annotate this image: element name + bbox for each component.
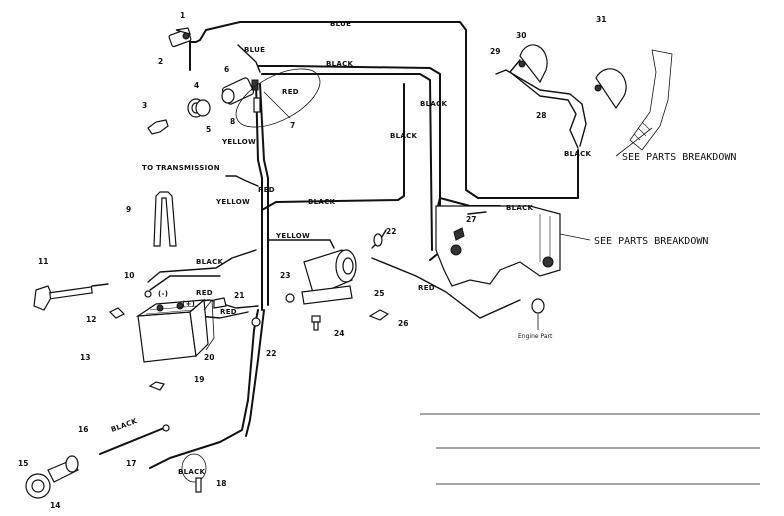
callout-19: 19 (194, 375, 204, 384)
label-black-top: BLACK (326, 60, 354, 68)
callout-27: 27 (466, 215, 476, 224)
hood-panel (629, 49, 673, 151)
callout-5: 5 (206, 125, 211, 134)
callout-21: 21 (234, 291, 244, 300)
callout-7: 7 (290, 121, 295, 130)
callout-14: 14 (50, 501, 60, 510)
label-blue-small: BLUE (244, 46, 265, 54)
callout-31: 31 (596, 15, 606, 24)
switch-bezel (187, 98, 211, 118)
callout-26: 26 (398, 319, 408, 328)
battery-terminal (108, 307, 126, 319)
note-see-parts-1: SEE PARTS BREAKDOWN (622, 152, 736, 163)
callout-28: 28 (536, 111, 546, 120)
callout-4: 4 (194, 81, 199, 90)
cable-terminal (213, 297, 227, 309)
headlight-left (518, 44, 548, 84)
battery (135, 298, 209, 363)
label-black-right1: BLACK (420, 100, 448, 108)
label-black-mid: BLACK (308, 198, 336, 206)
terminal-27 (453, 211, 487, 241)
callout-2: 2 (158, 57, 163, 66)
callout-30: 30 (516, 31, 526, 40)
engine-outline (435, 205, 561, 287)
label-black-lights: BLACK (564, 150, 592, 158)
label-red-right: RED (418, 284, 435, 292)
label-red-mid: RED (258, 186, 275, 194)
label-blue-top: BLUE (330, 20, 351, 28)
label-black-engine: BLACK (506, 204, 534, 212)
label-yellow-switch: YELLOW (221, 138, 256, 146)
ground-terminal-lower (251, 317, 261, 327)
label-red-battery: RED (196, 289, 213, 297)
label-black-battery: BLACK (196, 258, 224, 266)
ignition-switch (221, 68, 321, 128)
callout-24: 24 (334, 329, 344, 338)
label-black-bottom: BLACK (110, 417, 139, 434)
battery-bracket (203, 298, 215, 351)
callout-16: 16 (78, 425, 88, 434)
key-switch (168, 27, 192, 48)
terminal-connector (253, 97, 261, 113)
callout-13: 13 (80, 353, 90, 362)
label-plus: (+) (182, 300, 195, 308)
callout-3: 3 (142, 101, 147, 110)
label-yellow-mid: YELLOW (215, 198, 250, 206)
headlight-right (594, 68, 627, 110)
callout-9: 9 (126, 205, 131, 214)
label-to-transmission: TO TRANSMISSION (142, 164, 220, 172)
label-minus: (-) (158, 290, 168, 298)
wire-clip (368, 309, 390, 321)
callout-1: 1 (180, 11, 185, 20)
harness-clip (181, 453, 207, 493)
callout-15: 15 (18, 459, 28, 468)
callout-11: 11 (38, 257, 48, 266)
note-see-parts-2: SEE PARTS BREAKDOWN (594, 236, 708, 247)
note-engine-part: Engine Part (518, 333, 553, 340)
callout-17: 17 (126, 459, 136, 468)
callout-22b: 22 (266, 349, 276, 358)
fuse-holder (33, 283, 109, 311)
mounting-bolt (311, 315, 321, 331)
label-black-right2: BLACK (390, 132, 418, 140)
ground-terminal (373, 233, 383, 247)
callout-23: 23 (280, 271, 290, 280)
callout-12: 12 (86, 315, 96, 324)
callout-20: 20 (204, 353, 214, 362)
callout-25: 25 (374, 289, 384, 298)
callout-8: 8 (230, 117, 235, 126)
callout-22a: 22 (386, 227, 396, 236)
hold-down-clamp (153, 191, 177, 247)
callout-10: 10 (124, 271, 134, 280)
callout-numbers: 1 2 3 4 5 6 7 8 9 10 11 12 13 14 15 16 1… (18, 11, 606, 510)
label-red-battery2: RED (220, 308, 237, 316)
ring-terminal (144, 290, 152, 298)
engine-part-terminal (531, 298, 545, 314)
label-red-switch: RED (282, 88, 299, 96)
callout-6: 6 (224, 65, 229, 74)
battery-cable (99, 424, 170, 455)
callout-29: 29 (490, 47, 500, 56)
label-black-bottom2: BLACK (178, 468, 206, 476)
wire-harness (147, 21, 587, 469)
battery-hold-down (148, 381, 165, 391)
starter-solenoid (285, 249, 357, 305)
label-yellow-lower: YELLOW (275, 232, 310, 240)
starter-motor (25, 455, 79, 499)
callout-18: 18 (216, 479, 226, 488)
choke-knob (147, 119, 169, 135)
